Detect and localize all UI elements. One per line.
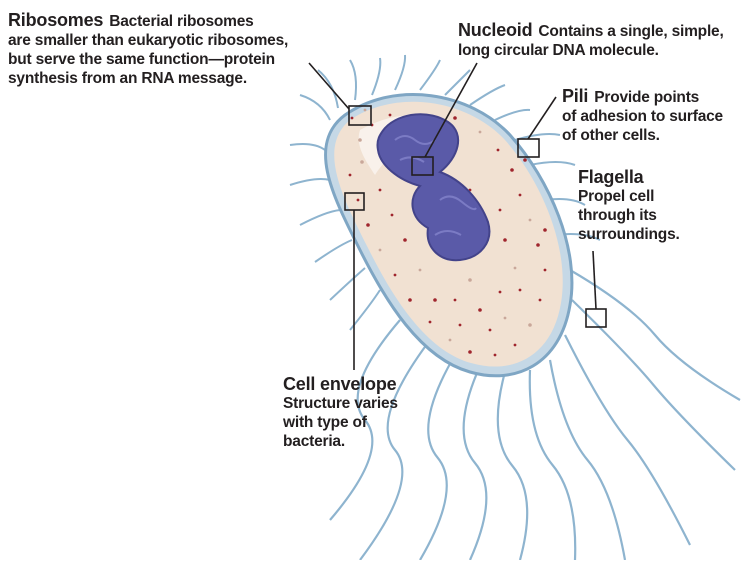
pili-label: Pili Provide points of adhesion to surfac… <box>562 87 723 145</box>
flagellum-strand <box>464 366 487 560</box>
ribosome-dot <box>468 278 472 282</box>
pili-term: Pili <box>562 86 588 106</box>
ribosome-dot <box>360 160 364 164</box>
nucleoid-desc-line-2: long circular DNA molecule. <box>458 41 724 60</box>
ribosome-dot <box>499 291 502 294</box>
ribosome-dot <box>358 138 362 142</box>
ribosome-dot <box>408 298 412 302</box>
pilus-strand <box>290 179 330 185</box>
pilus-strand <box>495 110 530 120</box>
ribosome-dot <box>351 117 354 120</box>
ribosomes-term: Ribosomes <box>8 10 103 30</box>
pilus-strand <box>300 210 340 225</box>
pilus-strand <box>470 85 505 105</box>
ribosome-dot <box>379 189 382 192</box>
flagella-term: Flagella <box>578 168 680 187</box>
pilus-strand <box>420 60 440 90</box>
pilus-strand <box>330 268 365 300</box>
ribosome-dot <box>449 339 452 342</box>
flagella-desc-line-2: through its <box>578 206 680 225</box>
pilus-strand <box>372 58 380 95</box>
pili-desc-line-2: of adhesion to surface <box>562 107 723 126</box>
ribosome-dot <box>419 269 422 272</box>
pili-desc-line-3: of other cells. <box>562 126 723 145</box>
ribosome-dot <box>453 116 457 120</box>
flagellum-strand <box>565 335 690 545</box>
ribosome-dot <box>459 324 462 327</box>
ribosome-dot <box>379 249 382 252</box>
ribosome-dot <box>519 289 522 292</box>
ribosome-dot <box>503 238 507 242</box>
cell-envelope-desc-line-3: bacteria. <box>283 432 398 451</box>
ribosome-dot <box>454 299 457 302</box>
ribosome-dot <box>364 109 367 112</box>
ribosomes-desc-line-4: synthesis from an RNA message. <box>8 69 288 88</box>
ribosome-dot <box>478 308 482 312</box>
nucleoid-label: Nucleoid Contains a single, simple, long … <box>458 21 724 60</box>
cell-envelope-label: Cell envelope Structure varies with type… <box>283 375 398 451</box>
ribosome-dot <box>499 209 502 212</box>
ribosome-dot <box>539 299 542 302</box>
ribosomes-label: Ribosomes Bacterial ribosomes are smaller… <box>8 11 288 88</box>
ribosomes-desc-line-3: but serve the same function—protein <box>8 50 288 69</box>
ribosome-dot <box>529 219 532 222</box>
nucleoid-term: Nucleoid <box>458 20 532 40</box>
ribosome-dot <box>479 131 482 134</box>
cell-envelope-desc-line-2: with type of <box>283 413 398 432</box>
pilus-strand <box>290 144 325 150</box>
flagellum-strand <box>530 370 575 560</box>
pilus-strand <box>350 60 356 100</box>
flagellum-strand <box>550 360 625 560</box>
flagella-desc-line-3: surroundings. <box>578 225 680 244</box>
ribosome-dot <box>357 199 360 202</box>
flagellum-strand <box>572 300 735 470</box>
ribosome-dot <box>389 114 392 117</box>
ribosome-dot <box>497 149 500 152</box>
ribosome-dot <box>468 350 472 354</box>
ribosome-dot <box>366 223 370 227</box>
ribosome-dot <box>391 214 394 217</box>
ribosome-dot <box>504 317 507 320</box>
ribosome-dot <box>429 321 432 324</box>
ribosomes-desc-line-2: are smaller than eukaryotic ribosomes, <box>8 31 288 50</box>
flagella-desc-line-1: Propel cell <box>578 187 680 206</box>
ribosome-dot <box>394 274 397 277</box>
ribosome-dot <box>543 228 547 232</box>
ribosome-dot <box>523 158 527 162</box>
ribosome-dot <box>514 344 517 347</box>
ribosome-dot <box>536 243 540 247</box>
ribosome-dot <box>489 329 492 332</box>
flagella-leader <box>593 251 596 309</box>
ribosome-dot <box>528 323 532 327</box>
pili-desc-line-1: Provide points <box>594 89 699 106</box>
ribosome-dot <box>544 269 547 272</box>
ribosome-dot <box>433 298 437 302</box>
cell-envelope-desc-line-1: Structure varies <box>283 394 398 413</box>
pilus-strand <box>300 95 330 120</box>
cell-envelope-term: Cell envelope <box>283 375 398 394</box>
pilus-strand <box>395 55 405 90</box>
flagellum-strand <box>420 355 455 560</box>
ribosome-dot <box>349 174 352 177</box>
pilus-strand <box>530 162 575 165</box>
ribosome-dot <box>514 267 517 270</box>
flagella-label: Flagella Propel cell through its surroun… <box>578 168 680 244</box>
ribosome-dot <box>494 354 497 357</box>
ribosome-dot <box>519 194 522 197</box>
flagellum-strand <box>498 372 527 560</box>
pili-leader <box>528 97 556 139</box>
ribosome-dot <box>403 238 407 242</box>
pilus-strand <box>315 240 352 262</box>
ribosomes-desc-line-1: Bacterial ribosomes <box>109 13 253 30</box>
nucleoid-desc-line-1: Contains a single, simple, <box>538 23 723 40</box>
ribosome-dot <box>510 168 514 172</box>
